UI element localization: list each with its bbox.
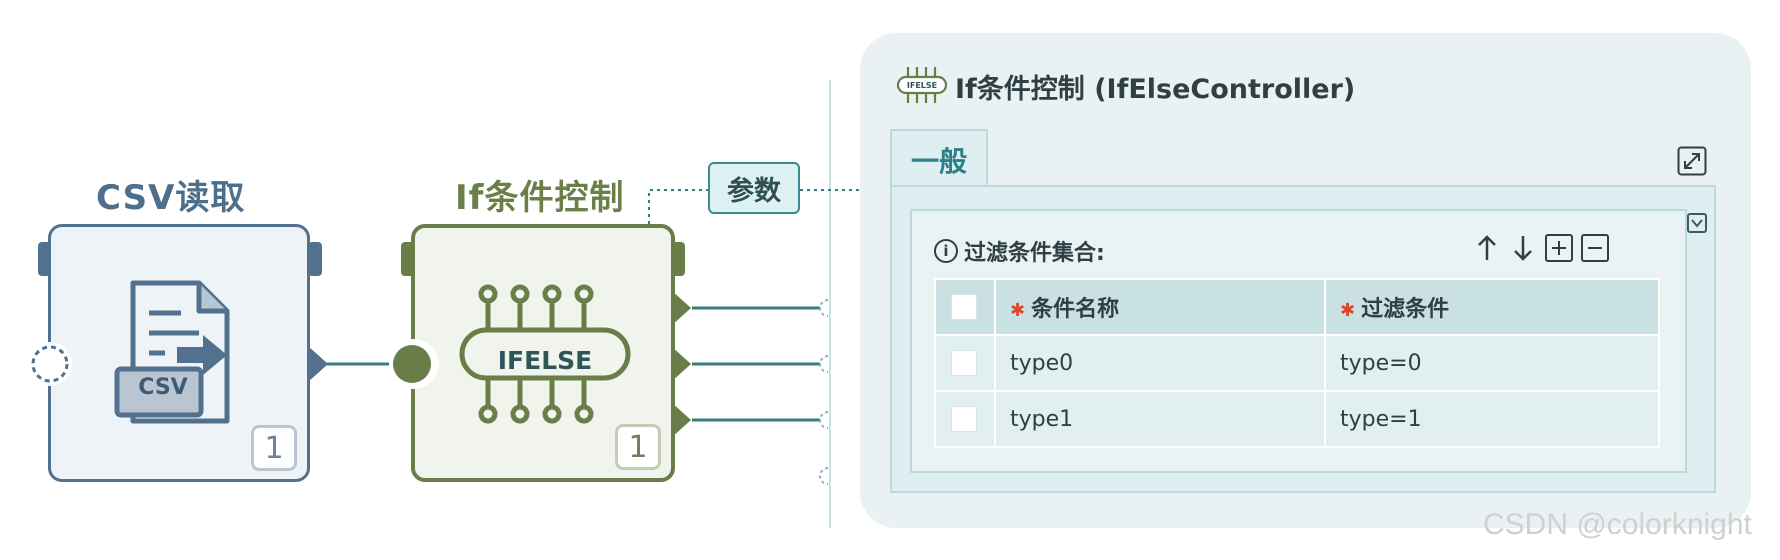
- column-header-condition-label: 过滤条件: [1361, 297, 1450, 322]
- ifelse-controller-node[interactable]: IFELSE 1: [411, 224, 675, 482]
- row-checkbox-cell: [934, 390, 996, 448]
- panel-logo-text: IFELSE: [906, 81, 938, 90]
- csv-reader-node[interactable]: CSV 1: [48, 224, 310, 482]
- filter-conditions-label-text: 过滤条件集合:: [964, 241, 1105, 266]
- ifelse-output-port-2[interactable]: [671, 346, 693, 382]
- row-checkbox-cell: [934, 334, 996, 392]
- column-header-name[interactable]: ✱条件名称: [994, 278, 1326, 336]
- row-checkbox[interactable]: [951, 406, 977, 432]
- required-marker: ✱: [1010, 300, 1026, 321]
- csv-output-port[interactable]: [308, 346, 330, 382]
- table-header-row: ✱条件名称 ✱过滤条件: [934, 278, 1660, 336]
- table-row[interactable]: type0 type=0: [934, 334, 1660, 392]
- params-callout: 参数: [708, 162, 800, 214]
- expand-icon[interactable]: [1677, 146, 1707, 176]
- filter-condition-cell[interactable]: type=1: [1324, 390, 1660, 448]
- ifelse-chip-icon: [459, 284, 631, 424]
- collapse-toggle-icon[interactable]: [1687, 213, 1707, 233]
- select-all-cell: [934, 278, 996, 336]
- csv-node-title: CSV读取: [96, 178, 246, 218]
- required-marker: ✱: [1340, 300, 1356, 321]
- ifelse-node-count-badge: 1: [615, 424, 661, 470]
- filter-condition-cell[interactable]: type=0: [1324, 334, 1660, 392]
- condition-name-cell[interactable]: type1: [994, 390, 1326, 448]
- filter-conditions-label: i 过滤条件集合:: [934, 235, 1105, 267]
- ifelse-input-port[interactable]: [388, 338, 440, 390]
- filter-conditions-group: i 过滤条件集合: ✱条件名称: [910, 209, 1687, 473]
- up-arrow-icon[interactable]: [1472, 233, 1502, 263]
- properties-panel: IFELSE If条件控制 (IfElseController) 一般 i 过滤…: [860, 33, 1751, 528]
- csv-node-right-handle: [308, 242, 322, 276]
- csv-file-icon: [114, 280, 230, 424]
- column-header-name-label: 条件名称: [1031, 297, 1120, 322]
- filter-conditions-table: ✱条件名称 ✱过滤条件 type0 type=0 type1 type=1: [934, 278, 1660, 448]
- row-checkbox[interactable]: [951, 350, 977, 376]
- ifelse-output-port-1[interactable]: [671, 290, 693, 326]
- panel-title: If条件控制 (IfElseController): [955, 74, 1356, 105]
- ifelse-chip-label: IFELSE: [497, 346, 593, 375]
- info-icon[interactable]: i: [934, 239, 958, 263]
- select-all-checkbox[interactable]: [951, 294, 977, 320]
- column-header-condition[interactable]: ✱过滤条件: [1324, 278, 1660, 336]
- add-icon[interactable]: [1544, 233, 1574, 263]
- remove-icon[interactable]: [1580, 233, 1610, 263]
- ifelse-output-port-3[interactable]: [671, 402, 693, 438]
- watermark: CSDN @colorknight: [1483, 508, 1752, 541]
- csv-node-count-badge: 1: [251, 425, 297, 471]
- csv-input-port[interactable]: [26, 340, 74, 388]
- ifelse-logo-icon: [896, 67, 948, 103]
- ifelse-node-title: If条件控制: [455, 178, 625, 218]
- tab-general[interactable]: 一般: [890, 129, 988, 189]
- down-arrow-icon[interactable]: [1508, 233, 1538, 263]
- table-row[interactable]: type1 type=1: [934, 390, 1660, 448]
- condition-name-cell[interactable]: type0: [994, 334, 1326, 392]
- csv-icon-label: CSV: [138, 375, 188, 400]
